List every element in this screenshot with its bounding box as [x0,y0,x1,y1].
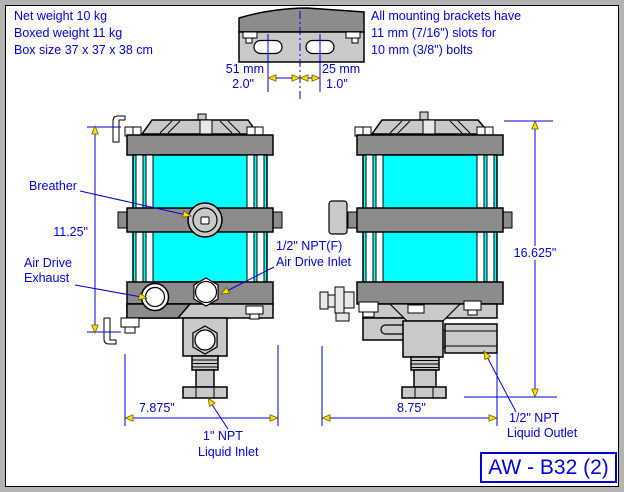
bracket-cap [238,7,365,33]
dim-side-height: 16.625" [505,246,565,260]
note-net-weight: Net weight 10 kg [14,9,108,23]
liquid-inlet-flange [182,386,228,399]
note-mounting-1: All mounting brackets have [371,9,522,23]
bracket-top-view [238,7,365,63]
label-air-drive-inlet-1: 1/2" NPT(F) [276,239,343,253]
mount-hook-bottom [103,317,117,345]
bracket-body [238,31,365,63]
note-boxed-weight: Boxed weight 11 kg [14,26,123,40]
side-view-pump [319,111,513,399]
front-view-pump [103,113,283,399]
label-liquid-outlet-2: Liquid Outlet [507,426,578,440]
liquid-outlet-port [444,323,498,354]
label-breather: Breather [29,179,77,193]
label-liquid-inlet-2: Liquid Inlet [198,445,259,459]
dim-front-height: 11.25" [42,225,90,239]
label-air-drive-exhaust-1: Air Drive [24,256,72,270]
note-mounting-2: 11 mm (7/16") slots for [371,26,497,40]
exhaust-muffler-side [319,286,355,322]
model-number-box: AW - B32 (2) [480,452,617,483]
dim-side-width: 8.75" [397,401,426,415]
mount-hook-top [112,115,126,143]
note-mounting-3: 10 mm (3/8") bolts [371,43,473,57]
dim-bracket-right-in: 1.0" [326,77,348,91]
label-air-drive-inlet-2: Air Drive Inlet [276,255,352,269]
dim-front-width: 7.875" [139,401,175,415]
label-liquid-outlet-1: 1/2" NPT [509,411,560,425]
dim-bracket-left-in: 2.0" [232,77,254,91]
dim-bracket-right-mm: 25 mm [322,62,361,76]
breather-side [328,200,348,235]
label-air-drive-exhaust-2: Exhaust [24,271,70,285]
note-box-size: Box size 37 x 37 x 38 cm [14,43,153,57]
dim-bracket-left-mm: 51 mm [225,62,264,76]
top-band [126,134,274,156]
dimension-arrows [91,74,539,422]
label-liquid-inlet-1: 1" NPT [203,429,243,443]
